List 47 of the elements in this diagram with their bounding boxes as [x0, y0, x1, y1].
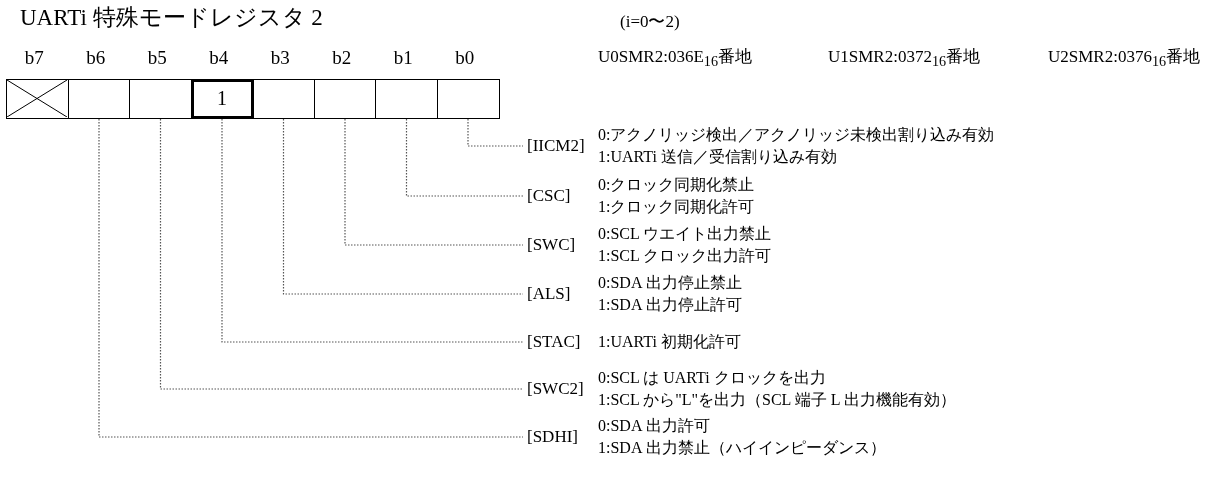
- bit-cell: [375, 79, 438, 119]
- bit-cell: [67, 79, 131, 119]
- bit-description: 0:SCL ウエイト出力禁止: [598, 224, 772, 244]
- bit-cell: [313, 79, 377, 119]
- bit-description: 1:UARTi 初期化許可: [598, 332, 741, 352]
- leader-line: [405, 118, 524, 197]
- bit-description: 1:クロック同期化許可: [598, 197, 755, 217]
- bit-description: 0:SDA 出力停止禁止: [598, 273, 742, 293]
- bit-number: b2: [332, 47, 352, 69]
- field-name: [SWC2]: [527, 378, 584, 400]
- field-name: [CSC]: [527, 185, 571, 207]
- index-range-note: (i=0〜2): [620, 11, 680, 33]
- field-name: [STAC]: [527, 331, 581, 353]
- bit-description: 1:UARTi 送信／受信割り込み有効: [598, 147, 837, 167]
- register-address: U1SMR2:0372$_{16}$番地: [828, 46, 981, 71]
- leader-line: [221, 118, 524, 343]
- bit-description: 1:SDA 出力禁止（ハイインピーダンス）: [598, 438, 886, 458]
- bit-number: b7: [24, 47, 44, 69]
- bit-description: 0:アクノリッジ検出／アクノリッジ未検出割り込み有効: [598, 125, 995, 145]
- bit-number: b1: [393, 47, 413, 69]
- bit-number: b6: [86, 47, 106, 69]
- bit-description: 0:SDA 出力許可: [598, 416, 710, 436]
- bit-number: b0: [455, 47, 475, 69]
- register-address: U2SMR2:0376$_{16}$番地: [1048, 46, 1201, 71]
- field-name: [SDHI]: [527, 426, 578, 448]
- leader-line: [282, 118, 524, 295]
- bit-number: b5: [147, 47, 167, 69]
- bit-cell: [252, 79, 315, 119]
- bit-cell: 1: [190, 79, 254, 119]
- bit-cell: [129, 79, 192, 119]
- leader-line: [159, 118, 524, 390]
- leader-line: [98, 118, 524, 438]
- bit-number: b4: [209, 47, 229, 69]
- field-name: [ALS]: [527, 283, 571, 305]
- field-name: [SWC]: [527, 234, 576, 256]
- bit-description: 0:SCL は UARTi クロックを出力: [598, 368, 826, 388]
- field-name: [IICM2]: [527, 135, 585, 157]
- bit-description: 1:SCL クロック出力許可: [598, 246, 772, 266]
- bit-description: 0:クロック同期化禁止: [598, 175, 755, 195]
- bit-description: 1:SCL から"L"を出力（SCL 端子 L 出力機能有効）: [598, 390, 956, 410]
- leader-line: [467, 118, 524, 147]
- leader-line: [344, 118, 524, 246]
- bit-description: 1:SDA 出力停止許可: [598, 295, 742, 315]
- bit-cell: [436, 79, 500, 119]
- bit-number: b3: [270, 47, 290, 69]
- diagram-title: UARTi 特殊モードレジスタ 2: [20, 4, 323, 32]
- register-address: U0SMR2:036E$_{16}$番地: [598, 46, 752, 71]
